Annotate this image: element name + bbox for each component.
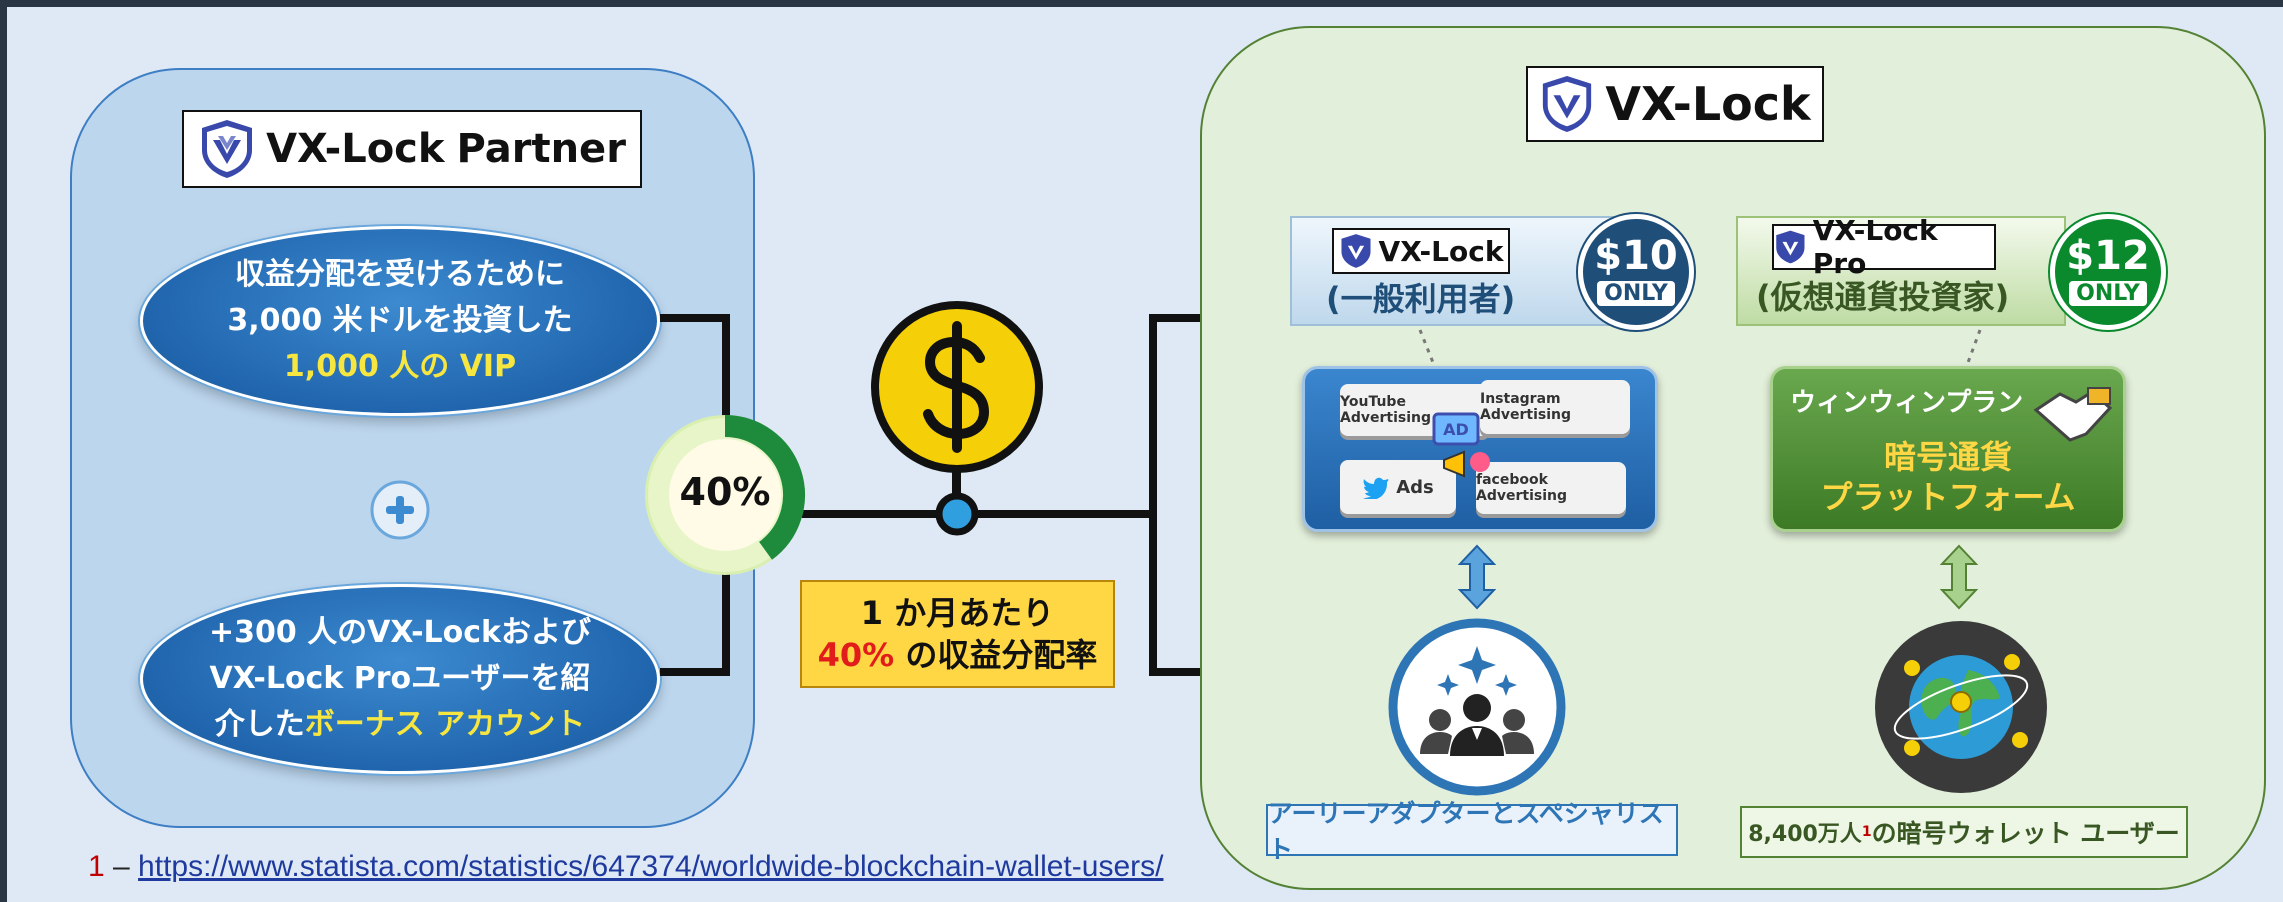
partner-logo: VX-Lock Partner	[182, 110, 642, 188]
tier-pro-price-badge: $12 ONLY	[2050, 214, 2166, 330]
tier-pro-brand: VX-Lock Pro	[1812, 214, 1938, 280]
double-arrow-icon	[1939, 544, 1979, 610]
winwin-plan-box	[1770, 366, 2126, 532]
shield-logo-icon	[1341, 234, 1371, 268]
bonus-line3-prefix: 介した	[214, 707, 305, 742]
double-arrow-icon	[1457, 544, 1497, 610]
tier-basic-price-badge: $10 ONLY	[1578, 214, 1694, 330]
wallet-users-footnote-ref: 1	[1861, 824, 1872, 840]
winwin-line2: プラットフォーム	[1820, 478, 2076, 516]
shield-logo-icon	[1543, 76, 1592, 132]
youtube-ad-pill: YouTube Advertising	[1340, 384, 1490, 436]
footnote-link[interactable]: https://www.statista.com/statistics/6473…	[138, 850, 1164, 883]
footnote-number: 1	[88, 850, 105, 883]
main-brand: VX-Lock	[1605, 77, 1811, 131]
twitter-ad-label: Ads	[1396, 476, 1434, 498]
ad-badge-icon: AD	[1432, 412, 1490, 478]
tier-basic-audience: (一般利用者)	[1326, 280, 1516, 318]
shield-logo-icon	[202, 120, 253, 178]
revenue-line2-suffix: の収益分配率	[894, 636, 1098, 674]
share-ring	[645, 415, 805, 575]
bonus-highlight: ボーナス アカウント	[304, 707, 586, 742]
wallet-users-suffix: の暗号ウォレット ユーザー	[1871, 819, 2180, 848]
twitter-bird-icon	[1363, 477, 1389, 499]
tier-basic-brand: VX-Lock	[1378, 234, 1504, 268]
footnote: 1 – https://www.statista.com/statistics/…	[88, 850, 1163, 884]
instagram-ad-pill: Instagram Advertising	[1480, 380, 1630, 434]
footnote-dash: –	[104, 850, 139, 883]
tier-basic-price: $10	[1594, 233, 1678, 279]
winwin-line1: 暗号通貨	[1883, 438, 2012, 476]
tier-pro-brand-box: VX-Lock Pro	[1772, 214, 1996, 280]
facebook-ad-pill: facebook Advertising	[1476, 462, 1626, 514]
winwin-plan-title: ウィンウィンプラン	[1790, 388, 2024, 418]
bonus-line2: VX-Lock Proユーザーを紹	[209, 661, 591, 696]
plus-circle-icon	[370, 480, 430, 540]
revenue-line1: 1 か月あたり	[860, 594, 1055, 632]
handshake-icon	[2033, 387, 2113, 442]
share-ring-label: 40%	[679, 470, 771, 514]
revenue-share-box: 1 か月あたり 40% の収益分配率	[800, 580, 1115, 688]
tier-pro-price-note: ONLY	[2069, 281, 2147, 306]
tier-basic-price-note: ONLY	[1597, 281, 1675, 306]
dollar-coin-icon	[871, 301, 1043, 536]
vip-line2: 3,000 米ドルを投資した	[227, 303, 573, 338]
tier-pro-audience: (仮想通貨投資家)	[1756, 278, 2010, 316]
vip-ellipse: 収益分配を受けるために 3,000 米ドルを投資した 1,000 人の VIP	[140, 226, 660, 416]
tier-pro-price: $12	[2066, 233, 2150, 279]
wallet-users-count: 8,400万人	[1748, 822, 1862, 847]
team-sparkle-icon	[1388, 618, 1566, 796]
early-adopters-caption: アーリーアダプターとスペシャリスト	[1266, 799, 1678, 864]
partner-brand-suffix: Partner	[456, 126, 626, 172]
bonus-ellipse: +300 人のVX-Lockおよび VX-Lock Proユーザーを紹 介したボ…	[140, 584, 660, 774]
bonus-line3: 介したボーナス アカウント	[143, 702, 657, 748]
revenue-highlight: 40%	[817, 636, 895, 674]
vip-line1: 収益分配を受けるために	[235, 257, 565, 292]
crypto-globe-icon	[1875, 621, 2047, 793]
bonus-line1: +300 人のVX-Lockおよび	[208, 615, 592, 650]
vip-highlight: 1,000 人の VIP	[283, 349, 517, 384]
twitter-ad-pill: Ads	[1340, 460, 1456, 514]
share-arc	[724, 415, 805, 560]
shield-logo-icon	[1776, 230, 1805, 264]
svg-text:AD: AD	[1443, 420, 1469, 439]
partner-brand: VX-Lock	[266, 126, 445, 172]
main-logo: VX-Lock	[1526, 66, 1824, 142]
tier-basic-brand-box: VX-Lock	[1332, 228, 1510, 274]
revenue-line2: 40% の収益分配率	[818, 634, 1098, 676]
